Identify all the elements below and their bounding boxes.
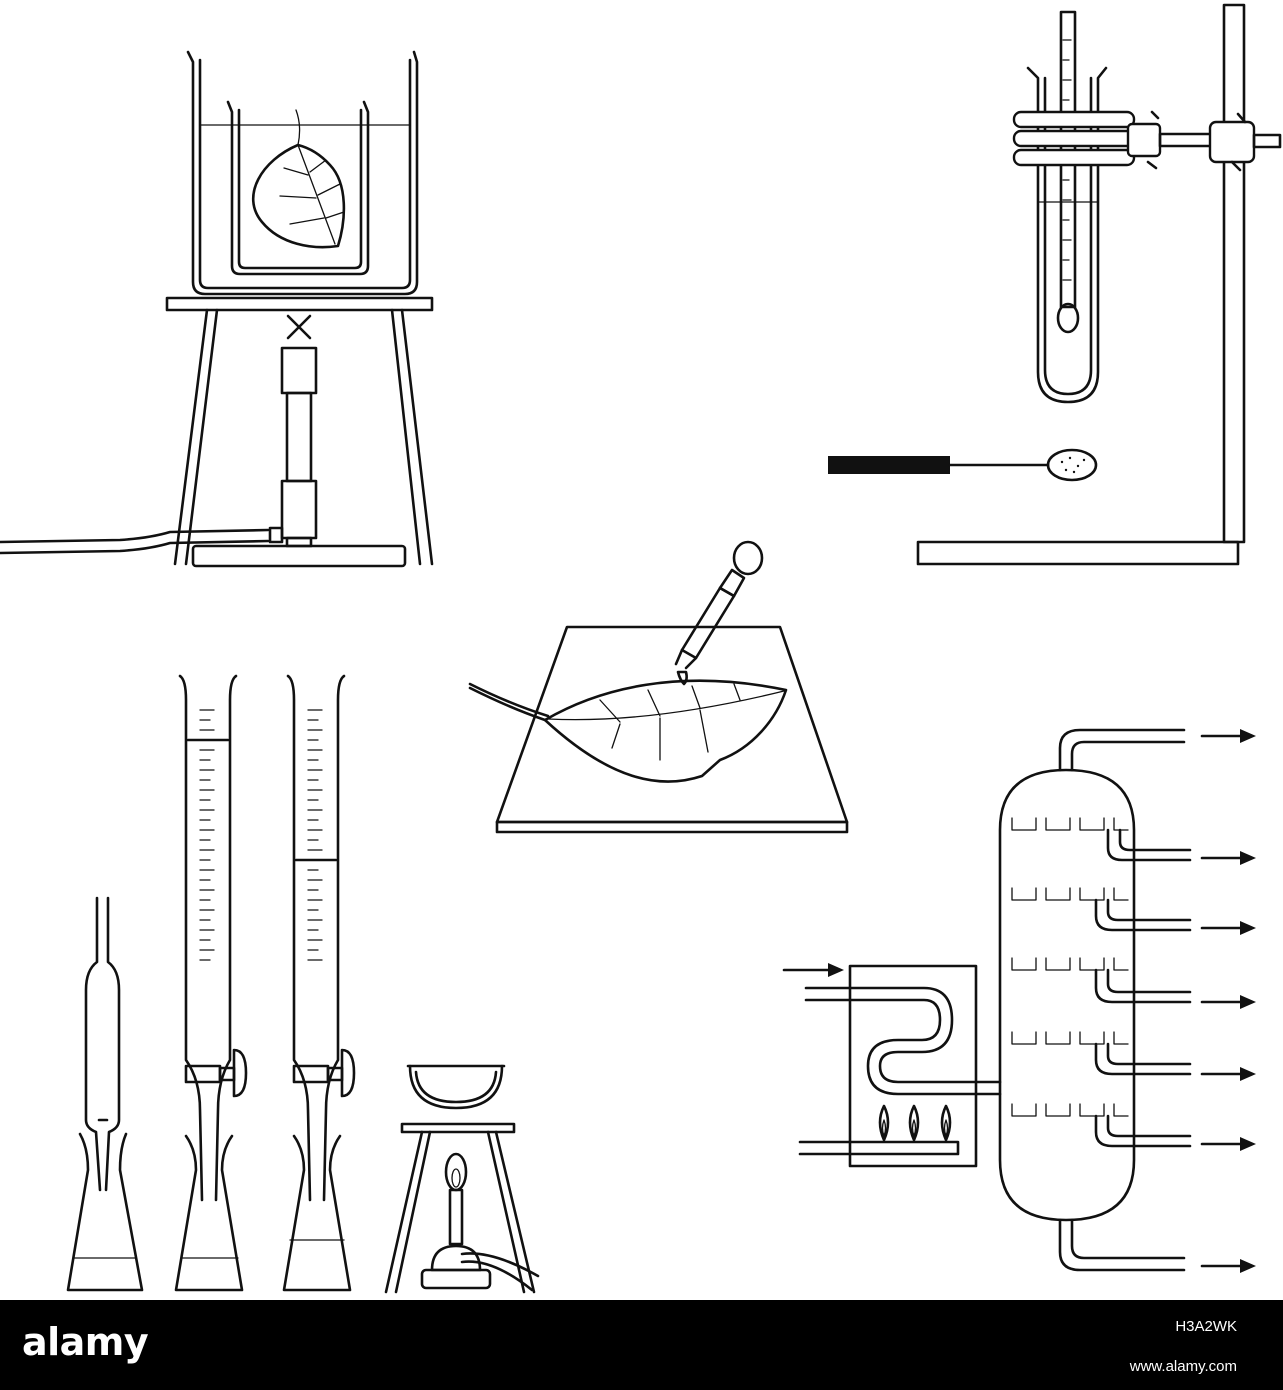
feed-input-arrow-icon [782, 963, 844, 977]
leaf-in-beaker-icon [251, 109, 346, 249]
alamy-logo: alamy [22, 1320, 149, 1364]
lab-equipment-drawing [0, 3, 1282, 1294]
test-tube-clamp-stand-illustration [828, 3, 1282, 566]
image-id-label: H3A2WK [1175, 1318, 1237, 1335]
watermark-footer-bar: alamy H3A2WK www.alamy.com [0, 1300, 1283, 1390]
dropper-icon [674, 540, 764, 686]
fractional-distillation-illustration [782, 728, 1256, 1273]
leaf-dropper-tile-illustration [468, 540, 849, 834]
titration-glassware-illustration [66, 674, 540, 1294]
leaf-beaker-tripod-burner-illustration [0, 50, 434, 568]
site-url-label: www.alamy.com [1129, 1358, 1237, 1375]
burner-flame-icon [444, 1152, 468, 1192]
output-arrow-icons [1200, 729, 1256, 1273]
